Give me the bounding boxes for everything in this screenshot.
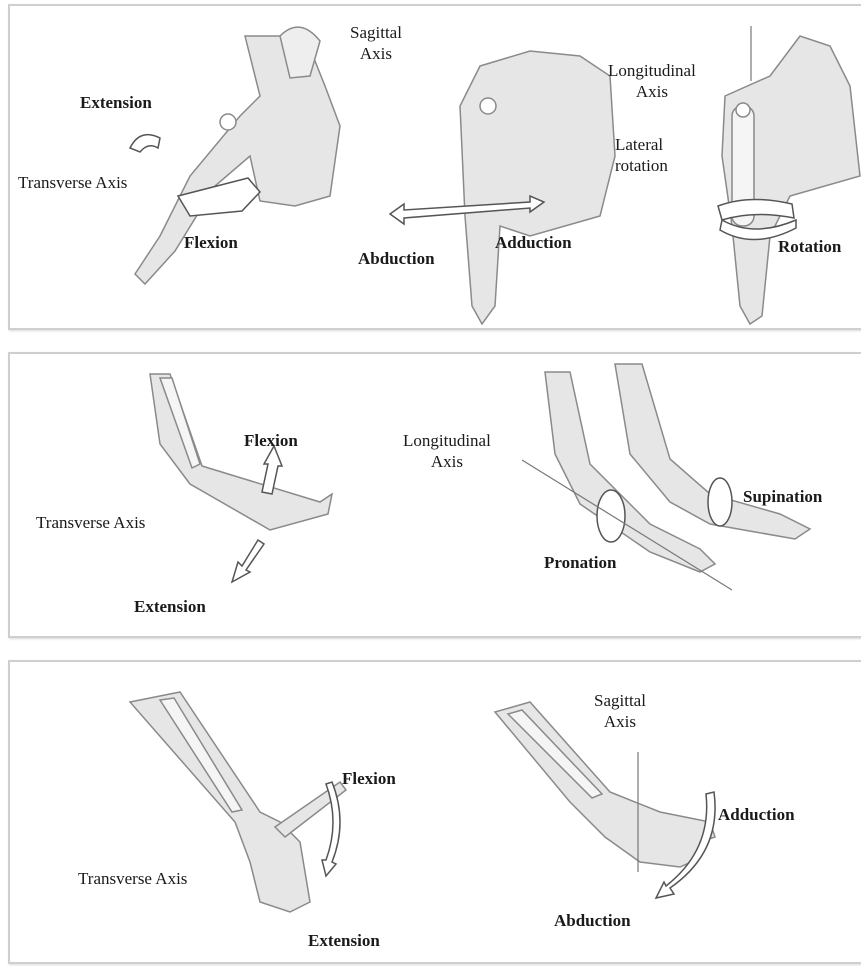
shoulder-rotation-figure: [722, 36, 860, 324]
elbow-illustration: [10, 354, 861, 636]
adduction-label: Adduction: [718, 804, 795, 825]
extension-label: Extension: [308, 930, 380, 951]
abduction-label: Abduction: [554, 910, 631, 931]
transverse-axis-label: Transverse Axis: [36, 512, 145, 533]
flexion-label: Flexion: [342, 768, 396, 789]
supination-label: Supination: [743, 486, 822, 507]
flexion-label: Flexion: [184, 232, 238, 253]
transverse-axis-label: Transverse Axis: [18, 172, 127, 193]
extension-label: Extension: [80, 92, 152, 113]
rotation-label: Rotation: [778, 236, 841, 257]
transverse-axis-label: Transverse Axis: [78, 868, 187, 889]
elbow-flexion-figure: [150, 374, 332, 530]
shoulder-illustration: [10, 6, 861, 328]
flexion-label: Flexion: [244, 430, 298, 451]
adduction-label: Adduction: [495, 232, 572, 253]
extension-label: Extension: [134, 596, 206, 617]
elbow-extension-arrow: [232, 540, 264, 582]
shoulder-abduction-figure: [460, 51, 615, 324]
abduction-label: Abduction: [358, 248, 435, 269]
pronation-label: Pronation: [544, 552, 616, 573]
elbow-flexion-arrow: [262, 446, 282, 494]
